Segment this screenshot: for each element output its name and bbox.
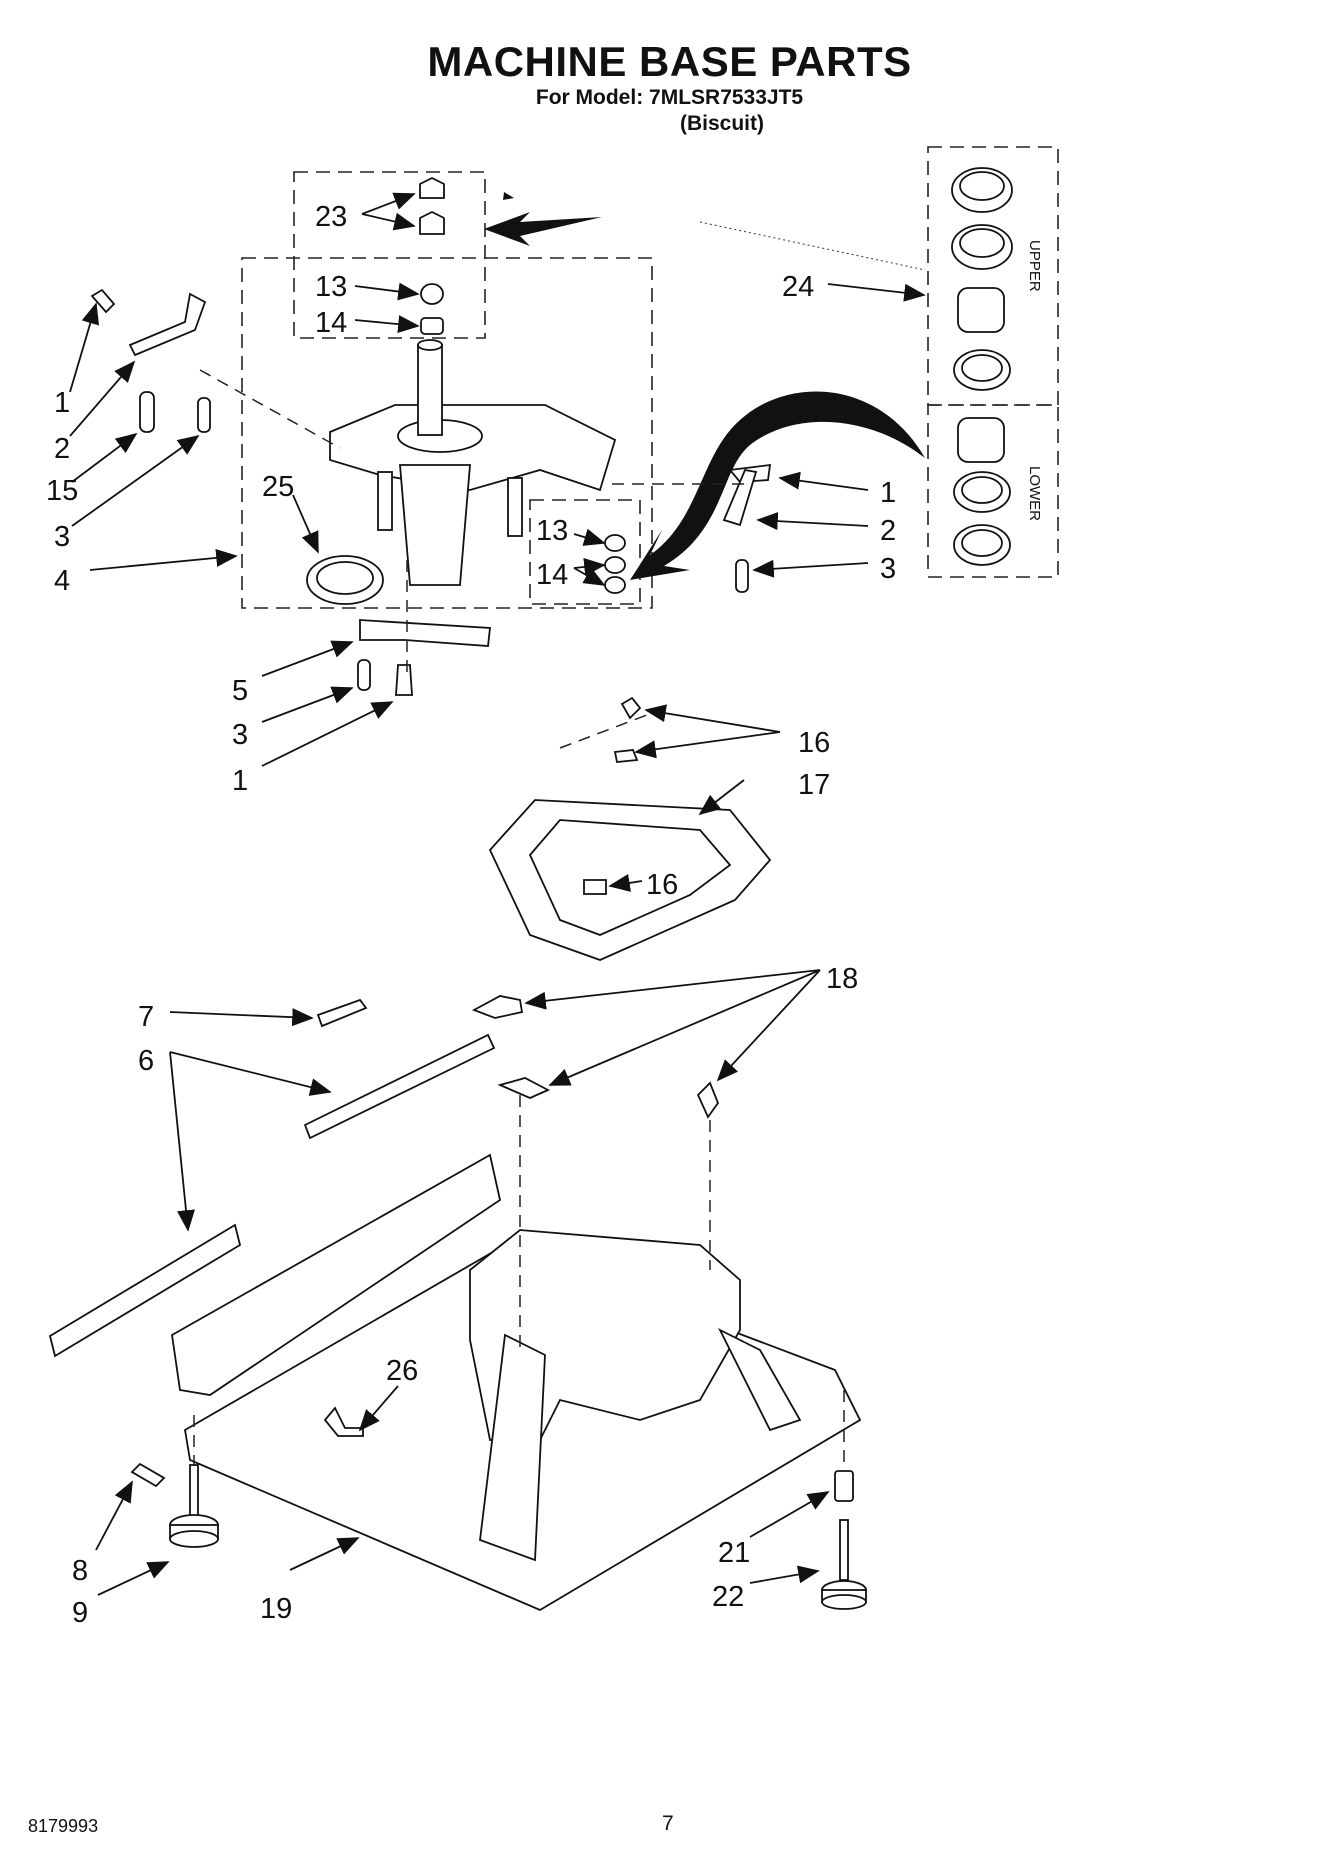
callout-15: 15 [46,475,78,507]
callout-14-upper: 14 [315,307,347,339]
callout-24: 24 [782,271,814,303]
tub-support-frame [329,404,617,492]
bracket-18a-icon [471,995,524,1019]
top-plate [488,696,772,961]
feet [130,1462,867,1610]
callout-4: 4 [54,565,70,597]
rail-6-lower-icon [48,1223,242,1358]
callout-1-lower: 1 [232,765,248,797]
callout-16-plate: 16 [646,869,678,901]
curved-arrow-icon [630,391,925,580]
color-variant: (Biscuit) [680,112,764,135]
snubber-23-top-icon [419,176,445,199]
callout-3-lower: 3 [232,719,248,751]
callout-21: 21 [718,1537,750,1569]
spacer-8-icon [130,1462,166,1488]
leader-arrows [69,192,926,1596]
callout-9: 9 [72,1597,88,1629]
ring-kits [951,167,1013,566]
model-line: For Model: 7MLSR7533JT5 [535,86,804,109]
pad-16c-icon [583,879,607,895]
callout-16-top: 16 [798,727,830,759]
callout-25: 25 [262,471,294,503]
snubber-upper-box [293,171,486,339]
pad-16-icon [620,696,642,720]
callout-14-lower: 14 [536,559,568,591]
callout-5: 5 [232,675,248,707]
left-hardware [90,288,772,696]
callout-26: 26 [386,1355,418,1387]
spring-7-icon [316,998,368,1028]
nut-21-icon [834,1470,854,1502]
lower-kit-box [927,404,1059,578]
callout-6: 6 [138,1045,154,1077]
callout-3-left: 3 [54,521,70,553]
alignment-lines [193,369,845,1471]
callout-13-lower: 13 [536,515,568,547]
center-post [417,344,443,436]
page-number: 7 [662,1812,674,1835]
small-pointer-icon [503,192,514,200]
callout-13-upper: 13 [315,271,347,303]
leg-column [399,464,471,586]
callout-8: 8 [72,1555,88,1587]
callout-labels: 23 13 14 1 2 15 3 4 25 13 14 1 2 3 24 5 … [46,201,896,1629]
base-frame [171,1153,862,1612]
pad-16b-icon [613,749,639,763]
tub-support [306,339,617,647]
dotted-leader [699,221,926,271]
page-title: MACHINE BASE PARTS [427,38,912,85]
callout-2-right: 2 [880,515,896,547]
rail-6-upper-icon [303,1033,496,1140]
callout-1-right: 1 [880,477,896,509]
plate-17-outline [488,799,772,961]
rear-leg [717,1327,802,1432]
callout-22: 22 [712,1581,744,1613]
lower-kit-label: LOWER [1026,466,1043,521]
bracket-18b-icon [497,1077,551,1099]
spring-right-icon [735,559,749,593]
hub-assembly-box [241,257,653,609]
snubber-14-icon [420,317,444,335]
snubber-13-icon [420,283,444,305]
spring-15-icon [139,391,155,433]
callout-23: 23 [315,201,347,233]
group-outlines [241,146,1059,609]
snubber-stack [419,176,626,594]
bracket-5-icon [359,619,491,647]
callout-19: 19 [260,1593,292,1625]
bracket-18c-icon [696,1081,720,1119]
bracket-2-icon [128,292,207,357]
callout-17: 17 [798,769,830,801]
spring-lower-icon [357,659,371,691]
bracket-right-icon [722,468,758,527]
bolt-lower-icon [395,664,413,696]
front-leg [479,1333,546,1562]
upper-kit-label: UPPER [1026,240,1043,292]
snubber-23-bottom-icon [419,210,445,235]
callout-3-right: 3 [880,553,896,585]
snubber-lower-box [529,499,641,605]
callout-7: 7 [138,1001,154,1033]
side-panel [171,1153,502,1396]
callout-18: 18 [826,963,858,995]
callout-1-left: 1 [54,387,70,419]
upper-kit-box [927,146,1059,406]
document-number: 8179993 [28,1816,99,1836]
big-arrow-left-icon [484,212,602,246]
mid-hardware [48,995,720,1358]
bolt-1-icon [90,288,116,314]
spring-3-icon [197,397,211,433]
callout-2-left: 2 [54,433,70,465]
